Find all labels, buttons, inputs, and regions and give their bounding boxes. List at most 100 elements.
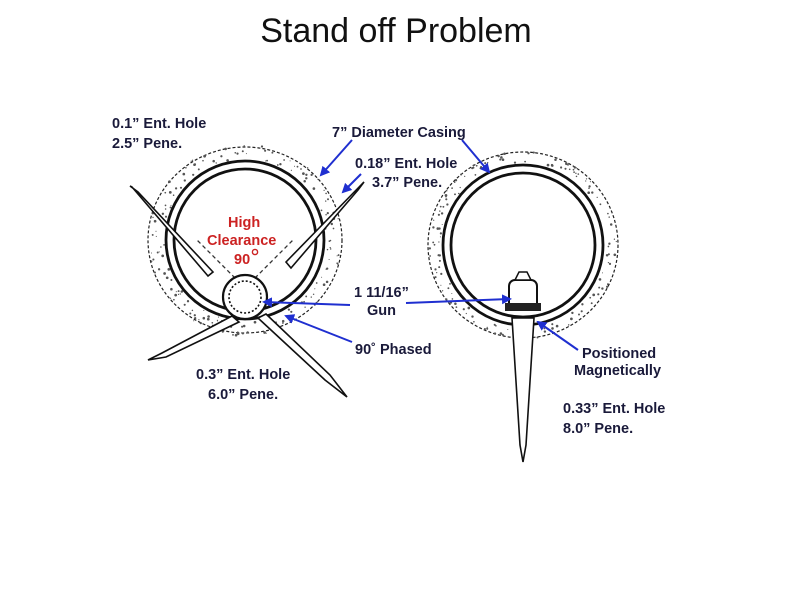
formation-speckle bbox=[161, 254, 165, 258]
formation-speckle bbox=[570, 317, 573, 321]
formation-speckle bbox=[320, 209, 323, 212]
formation-speckle bbox=[571, 311, 574, 315]
formation-speckle bbox=[527, 152, 530, 155]
formation-speckle bbox=[551, 164, 554, 167]
formation-speckle bbox=[194, 316, 197, 320]
formation-speckle bbox=[191, 159, 194, 161]
formation-speckle bbox=[215, 162, 217, 164]
formation-speckle bbox=[439, 232, 443, 235]
formation-speckle bbox=[242, 324, 246, 328]
formation-speckle bbox=[433, 219, 435, 221]
label-magnet-2: Magnetically bbox=[574, 363, 661, 379]
formation-speckle bbox=[585, 178, 588, 180]
formation-speckle bbox=[179, 293, 181, 295]
arrow-mid-ent bbox=[341, 173, 362, 194]
formation-speckle bbox=[305, 177, 308, 180]
formation-speckle bbox=[224, 147, 227, 151]
formation-speckle bbox=[568, 168, 571, 171]
formation-speckle bbox=[543, 330, 547, 333]
formation-speckle bbox=[164, 191, 167, 194]
slide-title: Stand off Problem bbox=[260, 12, 532, 50]
formation-speckle bbox=[507, 328, 509, 331]
formation-speckle bbox=[212, 159, 215, 163]
formation-speckle bbox=[243, 145, 245, 147]
formation-speckle bbox=[310, 173, 313, 177]
formation-speckle bbox=[211, 321, 214, 324]
arrow-casing-right bbox=[461, 139, 491, 174]
formation-speckle bbox=[580, 310, 583, 313]
formation-speckle bbox=[290, 169, 293, 171]
label-left-top-ent: 0.1” Ent. Hole bbox=[112, 116, 206, 132]
label-gun-1: 1 11/16” bbox=[354, 285, 409, 301]
formation-speckle bbox=[234, 151, 237, 154]
formation-speckle bbox=[607, 212, 609, 215]
formation-speckle bbox=[232, 334, 234, 336]
formation-speckle bbox=[156, 251, 159, 254]
formation-speckle bbox=[315, 282, 318, 284]
formation-speckle bbox=[207, 315, 210, 318]
formation-speckle bbox=[464, 175, 466, 177]
right-formation-speckle bbox=[428, 151, 617, 339]
formation-speckle bbox=[432, 241, 435, 244]
formation-speckle bbox=[615, 240, 617, 243]
formation-speckle bbox=[596, 196, 598, 199]
formation-speckle bbox=[551, 323, 554, 326]
label-magnet-1: Positioned bbox=[582, 346, 656, 362]
formation-speckle bbox=[296, 165, 299, 168]
formation-speckle bbox=[454, 179, 458, 182]
formation-speckle bbox=[193, 163, 196, 167]
formation-speckle bbox=[202, 159, 204, 162]
formation-speckle bbox=[174, 293, 178, 297]
formation-speckle bbox=[581, 303, 584, 306]
formation-speckle bbox=[226, 159, 229, 162]
formation-speckle bbox=[198, 319, 200, 321]
formation-speckle bbox=[163, 244, 165, 246]
formation-speckle bbox=[312, 187, 316, 190]
formation-speckle bbox=[536, 336, 539, 339]
formation-speckle bbox=[314, 288, 316, 290]
formation-speckle bbox=[326, 198, 330, 201]
formation-speckle bbox=[497, 154, 500, 158]
formation-speckle bbox=[153, 219, 157, 223]
formation-speckle bbox=[439, 205, 442, 208]
gun-inner bbox=[228, 280, 262, 314]
formation-speckle bbox=[445, 198, 448, 201]
formation-speckle bbox=[303, 179, 306, 183]
formation-speckle bbox=[173, 298, 175, 301]
formation-speckle bbox=[164, 215, 168, 218]
formation-speckle bbox=[245, 153, 247, 155]
left-well bbox=[129, 145, 365, 398]
formation-speckle bbox=[551, 327, 554, 330]
formation-speckle bbox=[462, 308, 465, 311]
formation-speckle bbox=[499, 332, 503, 335]
formation-speckle bbox=[293, 165, 296, 167]
formation-speckle bbox=[150, 260, 153, 263]
formation-speckle bbox=[608, 242, 611, 245]
right-casing-inner bbox=[449, 171, 597, 319]
formation-speckle bbox=[438, 241, 440, 243]
formation-speckle bbox=[451, 187, 453, 189]
label-mid-pene: 3.7” Pene. bbox=[372, 175, 442, 191]
formation-speckle bbox=[607, 253, 610, 256]
formation-speckle bbox=[325, 213, 327, 216]
formation-speckle bbox=[473, 320, 475, 323]
formation-speckle bbox=[236, 332, 240, 336]
formation-speckle bbox=[337, 254, 340, 257]
formation-speckle bbox=[329, 246, 331, 249]
perforation-lower-left bbox=[147, 315, 241, 361]
formation-speckle bbox=[499, 158, 502, 161]
formation-speckle bbox=[500, 156, 503, 159]
formation-speckle bbox=[447, 287, 450, 290]
formation-speckle bbox=[486, 327, 489, 330]
formation-speckle bbox=[440, 272, 443, 276]
formation-speckle bbox=[158, 251, 160, 253]
formation-speckle bbox=[607, 283, 609, 286]
formation-speckle bbox=[321, 276, 323, 278]
formation-speckle bbox=[451, 293, 453, 294]
formation-speckle bbox=[220, 155, 223, 158]
formation-speckle bbox=[606, 285, 609, 288]
formation-speckle bbox=[192, 173, 195, 176]
clearance-line-left bbox=[196, 239, 246, 289]
formation-speckle bbox=[513, 161, 517, 164]
